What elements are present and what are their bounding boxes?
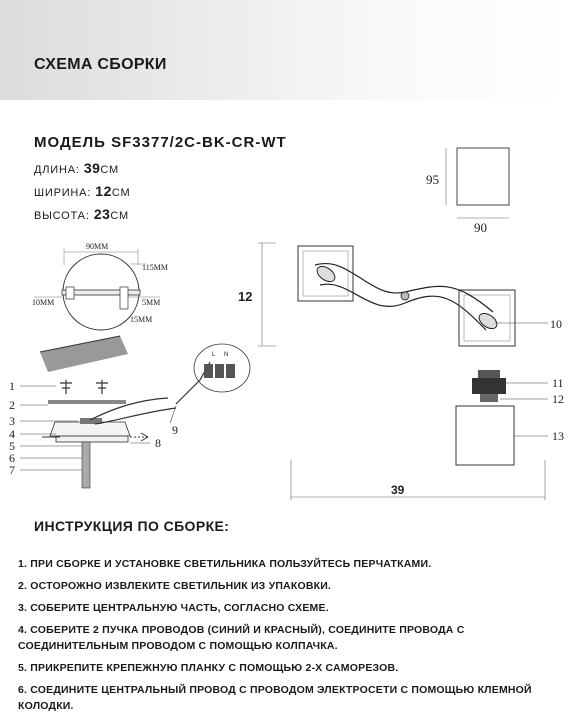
bracket-right-label: 15MM <box>130 315 152 324</box>
part-label-4: 4 <box>9 427 15 441</box>
bracket-gap-label: 5MM <box>142 298 160 307</box>
canopy-depth-label: 115MM <box>142 263 168 272</box>
spec-length-value: 39 <box>83 160 101 176</box>
spec-width-label: ширина: <box>34 187 92 199</box>
part-label-2: 2 <box>9 398 15 412</box>
canopy-width-label: 90MM <box>86 242 108 251</box>
part-label-8: 8 <box>155 436 161 450</box>
part-label-13: 13 <box>552 429 564 443</box>
spec-width-value: 12 <box>95 183 112 199</box>
bracket-left-label: 10MM <box>32 298 54 307</box>
instruction-step: 6. Соедините центральный провод с провод… <box>18 684 532 712</box>
spec-width: ширина: 12см <box>34 183 130 199</box>
instruction-step: 4. Соберите 2 пучка проводов (синий и кр… <box>18 624 465 652</box>
part-label-1: 1 <box>9 379 15 393</box>
spec-height-unit: см <box>110 210 129 222</box>
instruction-step: 2. Осторожно извлеките светильник из упа… <box>18 580 332 592</box>
shade-height-label: 90 <box>474 220 487 235</box>
instructions-title: ИНСТРУКЦИЯ ПО СБОРКЕ: <box>34 518 230 534</box>
assembly-drawing: 95 90 90MM 115MM 10MM 5MM 15MM 12 <box>9 147 564 500</box>
fixture-side-view: 11 12 13 39 <box>290 370 564 500</box>
instruction-step: 3. Соберите центральную часть, согласно … <box>18 602 329 614</box>
part-label-9: 9 <box>172 423 178 437</box>
shade-width-label: 95 <box>426 172 439 187</box>
spec-length: длина: 39см <box>34 160 119 176</box>
part-label-10: 10 <box>550 317 562 331</box>
exploded-assembly: L N 1 2 3 4 5 6 7 8 9 <box>9 335 251 489</box>
part-label-7: 7 <box>9 463 15 477</box>
spec-length-label: длина: <box>34 164 80 176</box>
shade-dimension-view: 95 90 <box>426 147 510 235</box>
part-label-6: 6 <box>9 451 15 465</box>
instructions-list: 1. При сборке и установке светильника по… <box>18 556 568 720</box>
part-label-5: 5 <box>9 439 15 453</box>
part-label-12: 12 <box>552 392 564 406</box>
plan-length-label: 39 <box>391 483 405 497</box>
plan-width-label: 12 <box>238 289 252 304</box>
model-name: МОДЕЛЬ SF3377/2C-BK-CR-WT <box>34 134 287 151</box>
terminal-label-n: N <box>224 352 228 358</box>
spec-length-unit: см <box>100 164 120 176</box>
instruction-step: 1. При сборке и установке светильника по… <box>18 558 432 570</box>
part-label-11: 11 <box>552 376 564 390</box>
spec-width-unit: см <box>111 187 131 199</box>
spec-height-value: 23 <box>93 206 111 222</box>
instruction-step: 5. Прикрепите крепежную планку с помощью… <box>18 662 399 674</box>
spec-height-label: высота: <box>34 210 90 222</box>
spec-height: высота: 23см <box>34 206 129 222</box>
canopy-top-view: 90MM 115MM 10MM 5MM 15MM <box>32 242 168 331</box>
page-title: СХЕМА СБОРКИ <box>34 56 167 73</box>
header-bar <box>0 0 573 100</box>
terminal-label-l: L <box>212 352 216 358</box>
part-label-3: 3 <box>9 414 15 428</box>
fixture-plan-view: 12 10 <box>238 242 562 347</box>
